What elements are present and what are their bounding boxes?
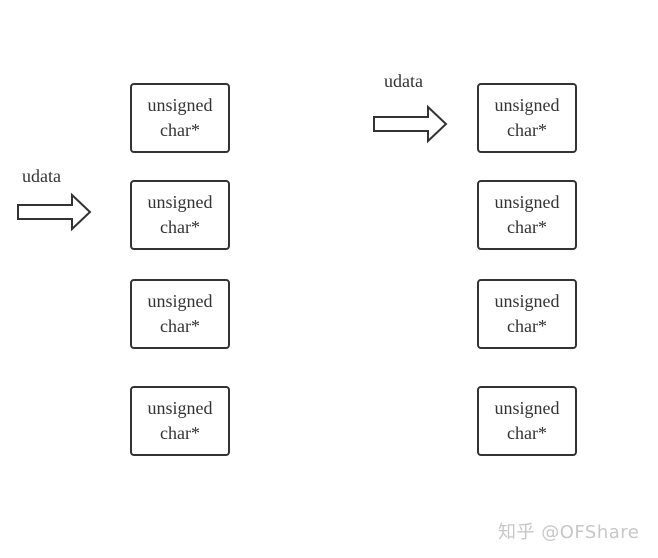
cell-type-line1: unsigned <box>494 192 560 212</box>
right-array-cell-2: unsigned char* <box>477 279 577 349</box>
right-array-cell-0: unsigned char* <box>477 83 577 153</box>
cell-type-line1: unsigned <box>494 95 560 115</box>
left-pointer-arrow <box>17 192 92 232</box>
cell-type-line2: char* <box>160 316 200 336</box>
right-array-cell-1: unsigned char* <box>477 180 577 250</box>
right-pointer-label: udata <box>384 71 423 91</box>
cell-type-line2: char* <box>160 423 200 443</box>
watermark: 知乎 @OFShare <box>498 522 640 543</box>
cell-type-line1: unsigned <box>147 398 213 418</box>
cell-type-line2: char* <box>507 120 547 140</box>
right-pointer-arrow <box>373 104 448 144</box>
cell-type-line1: unsigned <box>147 95 213 115</box>
cell-type-line1: unsigned <box>494 291 560 311</box>
cell-type-line2: char* <box>160 120 200 140</box>
left-pointer-label: udata <box>22 166 61 186</box>
cell-type-line1: unsigned <box>494 398 560 418</box>
cell-type-line2: char* <box>507 316 547 336</box>
cell-type-line2: char* <box>507 423 547 443</box>
right-array-cell-3: unsigned char* <box>477 386 577 456</box>
left-array-cell-1: unsigned char* <box>130 180 230 250</box>
cell-type-line2: char* <box>507 217 547 237</box>
cell-type-line2: char* <box>160 217 200 237</box>
cell-type-line1: unsigned <box>147 291 213 311</box>
cell-type-line1: unsigned <box>147 192 213 212</box>
left-array-cell-3: unsigned char* <box>130 386 230 456</box>
left-array-cell-0: unsigned char* <box>130 83 230 153</box>
left-array-cell-2: unsigned char* <box>130 279 230 349</box>
